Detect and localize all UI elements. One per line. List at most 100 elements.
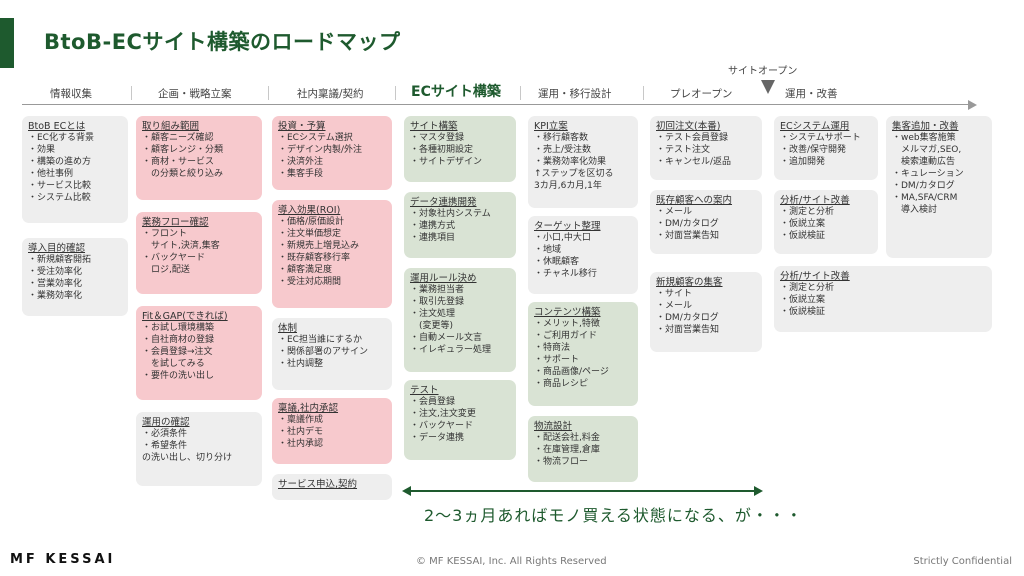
card-title: テスト (410, 385, 439, 396)
card-scope: 取り組み範囲 ・顧客ニーズ確認 ・顧客レンジ・分類 ・商材・サービス の分類と絞… (136, 116, 262, 200)
card-title: 運用の確認 (142, 417, 190, 428)
card-item: ・測定と分析 (780, 207, 835, 218)
card-title: 業務フロー確認 (142, 217, 209, 228)
card-title: データ連携開発 (410, 197, 477, 208)
card-item: の洗い出し、切り分け (142, 453, 233, 464)
card-item: ・メリット,特徴 (534, 319, 600, 330)
card-item: ・商品レシピ (534, 378, 589, 389)
card-contents: コンテンツ構築 ・メリット,特徴 ・ご利用ガイド ・特商法 ・サポート ・商品画… (528, 302, 638, 406)
card-item: ・物流フロー (534, 457, 589, 468)
card-item: ・業務効率化 (28, 290, 83, 301)
card-item: ・価格/原価設計 (278, 217, 345, 228)
card-item: ・対面営業告知 (656, 231, 720, 242)
phase-separator (643, 86, 644, 100)
card-title: 導入効果(ROI) (278, 205, 341, 216)
card-item: ・特商法 (534, 343, 571, 354)
span-caption: 2〜3ヵ月あればモノ買える状態になる、が・・・ (424, 506, 803, 525)
card-item: ・追加開発 (780, 157, 826, 168)
card-item: メルマガ,SEO, (892, 145, 962, 156)
card-item: ・バックヤード (142, 253, 206, 264)
card-title: 取り組み範囲 (142, 121, 200, 132)
card-item: ・営業効率化 (28, 279, 83, 290)
card-item: ・マスタ登録 (410, 133, 465, 144)
copyright: © MF KESSAI, Inc. All Rights Reserved (416, 556, 607, 567)
card-title: 分析/サイト改善 (780, 195, 850, 206)
card-operation-rules: 運用ルール決め ・業務担当者 ・取引先登録 ・注文処理 (変更等) ・自動メール… (404, 268, 516, 372)
card-item: ・対象社内システム (410, 209, 491, 220)
card-item: 3カ月,6カ月,1年 (534, 180, 602, 191)
card-item: ・MA,SFA/CRM (892, 192, 958, 203)
phase-info-gathering: 情報収集 (50, 88, 92, 100)
card-title: サービス申込,契約 (278, 479, 358, 490)
card-item: ・業務担当者 (410, 285, 465, 296)
card-item: ・データ連携 (410, 432, 465, 443)
card-item: ・社内承認 (278, 439, 324, 450)
card-item: ・キュレーション (892, 168, 964, 179)
card-roi: 導入効果(ROI) ・価格/原価設計 ・注文単価想定 ・新規売上増見込み ・既存… (272, 200, 392, 308)
card-item: ・社内デモ (278, 427, 324, 438)
card-item: ・サービス比較 (28, 180, 92, 191)
phase-separator (131, 86, 132, 100)
card-title: 新規顧客の集客 (656, 277, 723, 288)
card-title: BtoB ECとは (28, 121, 86, 132)
card-item: ・注文,注文変更 (410, 409, 476, 420)
card-item: ・要件の洗い出し (142, 370, 215, 381)
card-item: サイト,決済,集客 (142, 241, 220, 252)
card-new-customers: 新規顧客の集客 ・サイト ・メール ・DM/カタログ ・対面営業告知 (650, 272, 762, 352)
card-title: 初回注文(本番) (656, 121, 721, 132)
card-item: 導入検討 (892, 204, 938, 215)
phase-separator (395, 86, 396, 100)
card-title: 導入目的確認 (28, 243, 86, 254)
card-item: ・移行顧客数 (534, 133, 589, 144)
card-title: 投資・予算 (278, 121, 326, 132)
card-item: ・システムサポート (780, 133, 861, 144)
card-item: ・自社商材の登録 (142, 335, 215, 346)
phase-planning: 企画・戦略立案 (158, 88, 232, 100)
card-item: ・注文単価想定 (278, 229, 342, 240)
card-ec-system-operation: ECシステム運用 ・システムサポート ・改善/保守開発 ・追加開発 (774, 116, 878, 180)
card-investment: 投資・予算 ・ECシステム選択 ・デザイン内製/外注 ・決済外注 ・集客手段 (272, 116, 392, 190)
card-item: ・連携項目 (410, 233, 456, 244)
card-item: ・会員登録 (410, 397, 456, 408)
card-item: ・デザイン内製/外注 (278, 145, 363, 156)
card-item: ・テスト会員登録 (656, 133, 729, 144)
card-item: ・チャネル移行 (534, 268, 597, 279)
card-btob-ec: BtoB ECとは ・EC化する背景 ・効果 ・構築の進め方 ・他社事例 ・サー… (22, 116, 128, 223)
card-title: 運用ルール決め (410, 273, 477, 284)
phase-operation-improve: 運用・改善 (785, 88, 838, 100)
card-title: 体制 (278, 323, 298, 334)
card-title: KPI立案 (534, 121, 568, 132)
card-item: ・受注効率化 (28, 267, 83, 278)
card-analysis-improve: 分析/サイト改善 ・測定と分析 ・仮説立案 ・仮説検証 (774, 190, 878, 254)
card-item: ・業務効率化効果 (534, 157, 607, 168)
card-title: Fit＆GAP(できれば) (142, 311, 228, 322)
card-item: ・DM/カタログ (656, 219, 719, 230)
card-item: ・地域 (534, 245, 562, 256)
card-item: ・DM/カタログ (656, 313, 719, 324)
card-item: ・顧客レンジ・分類 (142, 145, 224, 156)
card-item: ・在庫管理,倉庫 (534, 445, 600, 456)
phase-operation-design: 運用・移行設計 (538, 88, 612, 100)
card-item: ・イレギュラー処理 (410, 344, 492, 355)
card-fit-gap: Fit＆GAP(できれば) ・お試し環境構築 ・自社商材の登録 ・会員登録→注文… (136, 306, 262, 400)
card-item: ・効果 (28, 145, 56, 156)
card-kpi: KPI立案 ・移行顧客数 ・売上/受注数 ・業務効率化効果 ↑ステップを区切る … (528, 116, 638, 208)
card-title: 集客追加・改善 (892, 121, 959, 132)
title-accent-bar (0, 18, 14, 68)
card-item: の分類と絞り込み (142, 168, 224, 179)
card-item: (変更等) (410, 320, 454, 331)
card-item: ・稟議作成 (278, 415, 324, 426)
card-item: ・バックヤード (410, 421, 474, 432)
card-item: ・対面営業告知 (656, 324, 720, 335)
phase-separator (268, 86, 269, 100)
card-item: ・サポート (534, 354, 580, 365)
card-item: ・新規顧客開拓 (28, 255, 92, 266)
phase-approval: 社内稟議/契約 (297, 88, 364, 100)
card-item: ・キャンセル/返品 (656, 157, 732, 168)
card-item: ・売上/受注数 (534, 145, 592, 156)
card-item: ・DM/カタログ (892, 180, 955, 191)
card-item: ・改善/保守開発 (780, 145, 847, 156)
card-marketing-improve: 集客追加・改善 ・web集客施策 メルマガ,SEO, 検索連動広告 ・キュレーシ… (886, 116, 992, 258)
card-item: ・サイトデザイン (410, 157, 483, 168)
card-title: ECシステム運用 (780, 121, 850, 132)
